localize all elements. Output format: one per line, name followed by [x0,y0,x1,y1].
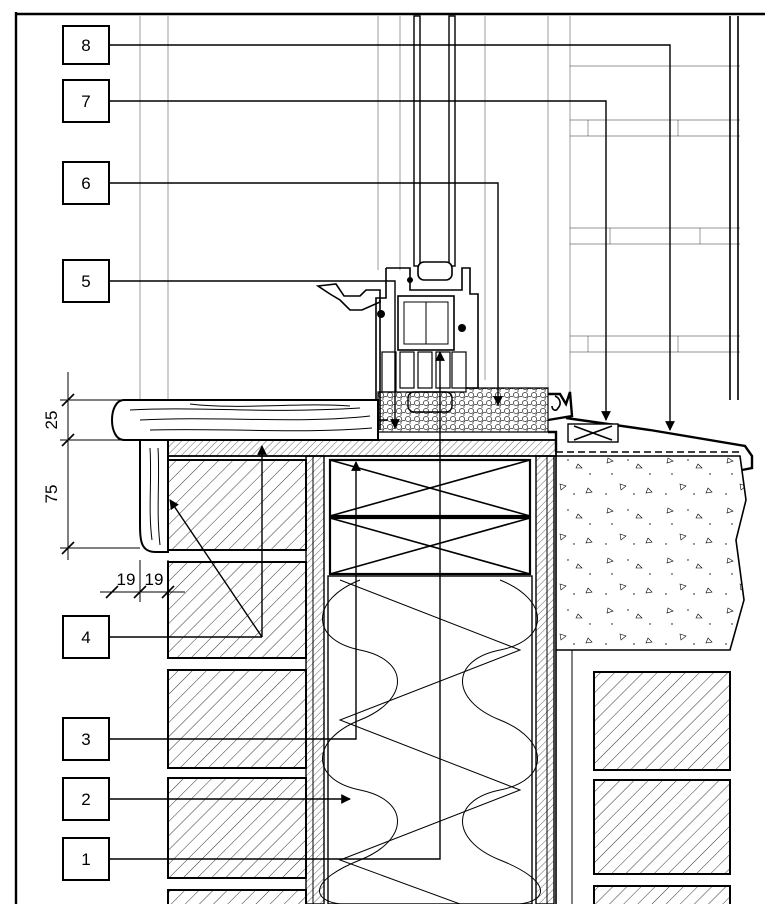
callout-2: 2 [62,777,110,821]
callout-6: 6 [62,161,110,205]
callout-3-label: 3 [81,730,90,749]
callout-5: 5 [62,259,110,303]
callout-8-label: 8 [81,36,90,55]
callout-5-label: 5 [81,272,90,291]
timber-packer [328,458,532,576]
callout-8: 8 [62,25,110,65]
outer-masonry-leaf [555,650,731,904]
callout-3: 3 [62,717,110,761]
dimension-sill-height: 75 [42,485,61,504]
cavity-insulation [319,575,541,904]
dimension-sill-thickness: 25 [42,411,61,430]
elevation-grid [139,16,740,400]
sill-substrate-band [167,439,557,457]
callout-1-label: 1 [81,850,90,869]
window-frame [315,15,479,430]
callout-2-label: 2 [81,790,90,809]
foam-insulation-strip [377,387,549,433]
dimension-lines [60,372,185,602]
dimension-overhang-b: 19 [145,570,164,589]
callout-1: 1 [62,837,110,881]
leader-lines [109,44,675,860]
callout-7: 7 [62,79,110,123]
dimension-overhang-a: 19 [117,570,136,589]
wooden-window-sill [111,399,379,553]
callout-4-label: 4 [81,628,90,647]
external-flashing [547,391,754,472]
vapour-membrane-layers [305,455,555,904]
callout-7-label: 7 [81,92,90,111]
concrete-lintel [555,455,747,651]
callout-6-label: 6 [81,174,90,193]
inner-masonry-leaf [167,459,307,904]
callout-4: 4 [62,615,110,659]
